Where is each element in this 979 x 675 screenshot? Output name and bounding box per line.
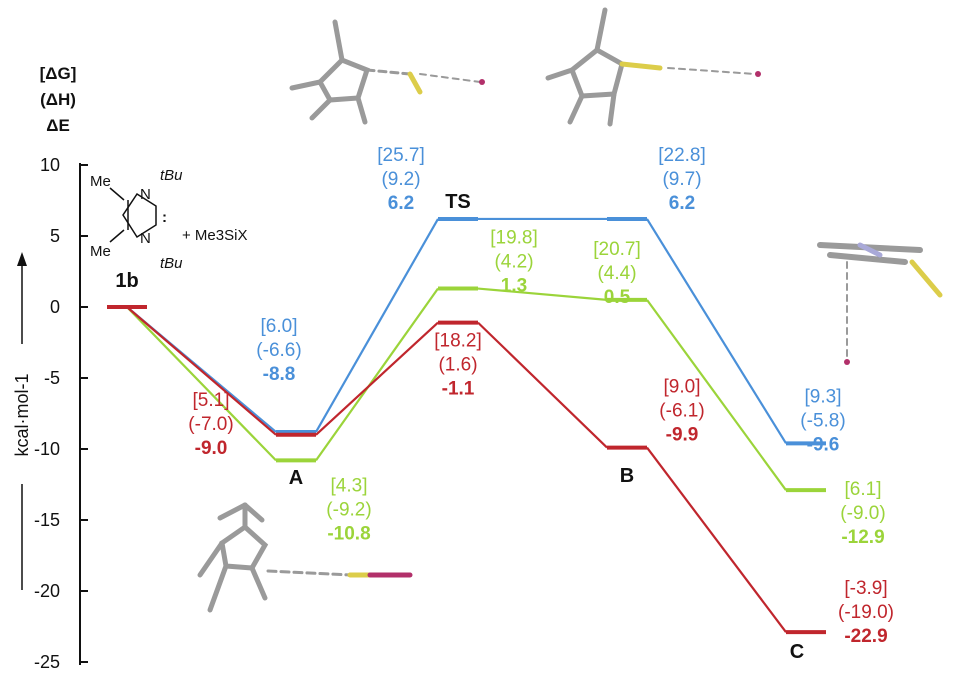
state-label-b: B (620, 465, 634, 487)
y-axis-ticks: 10 5 0 -5 -10 -15 -20 -25 (34, 155, 88, 672)
connector-line (477, 287, 608, 301)
y-axis-arrow-head (17, 252, 27, 266)
n-top-label: N (140, 186, 151, 203)
value-label: [4.3](-9.2)-10.8 (326, 475, 371, 544)
legend-de: ΔE (46, 116, 70, 135)
connector-line (646, 446, 787, 633)
value-label: [20.7](4.4)0.5 (593, 239, 641, 308)
connector-line (126, 306, 277, 462)
state-label-1b: 1b (115, 270, 138, 292)
me-bottom-label: Me (90, 243, 111, 260)
value-label: [25.7](9.2)6.2 (377, 145, 425, 214)
structure-TS2 (545, 7, 761, 127)
connector-line (315, 218, 439, 433)
value-label: [18.2](1.6)-1.1 (434, 331, 482, 400)
y-tick-label: -20 (34, 581, 60, 601)
me-top-label: Me (90, 173, 111, 190)
carbene-dots: : (162, 209, 167, 226)
structure-A (197, 502, 413, 613)
structure-TS1 (289, 19, 485, 125)
y-tick-label: 10 (40, 155, 60, 175)
tbu-bottom-label: tBu (160, 255, 183, 272)
reactant-structure: Me Me N N tBu tBu : + Me3SiX (90, 167, 247, 272)
value-label: [6.0](-6.6)-8.8 (256, 316, 301, 385)
me-bond-top (109, 187, 125, 201)
connectors (126, 217, 787, 633)
energy-levels (107, 216, 826, 635)
value-label: [6.1](-9.0)-12.9 (840, 479, 885, 548)
plus-reagent-label: + Me3SiX (182, 227, 247, 244)
connector-line (477, 321, 608, 449)
y-tick-label: -5 (44, 368, 60, 388)
y-axis-title: kcal·mol-1 (12, 373, 32, 456)
legend: [ΔG] (ΔH) ΔE (40, 64, 77, 135)
y-tick-label: -10 (34, 439, 60, 459)
state-labels: 1bA TS B C (115, 191, 804, 663)
value-label: [19.8](4.2)1.3 (490, 228, 538, 297)
structure-C (817, 242, 943, 365)
connector-line (646, 299, 787, 491)
connector-line (315, 287, 439, 461)
n-bottom-label: N (140, 230, 151, 247)
value-labels: [6.0](-6.6)-8.8 [25.7](9.2)6.2 [22.8](9.7)… (188, 145, 894, 647)
value-label: [9.0](-6.1)-9.9 (659, 377, 704, 446)
legend-dg: [ΔG] (40, 64, 77, 83)
state-label-a: A (289, 467, 303, 489)
y-axis-label: kcal·mol-1 (12, 373, 32, 456)
me-bond-bottom (109, 229, 125, 243)
value-label: [5.1](-7.0)-9.0 (188, 390, 233, 459)
tbu-top-label: tBu (160, 167, 183, 184)
y-tick-label: 0 (50, 297, 60, 317)
connector-line (315, 321, 439, 436)
value-label: [9.3](-5.8)-9.6 (800, 386, 845, 455)
state-label-ts: TS (445, 191, 471, 213)
y-tick-label: -15 (34, 510, 60, 530)
connector-line (646, 218, 787, 444)
imidazolylidene-ring (122, 192, 157, 239)
legend-dh: (ΔH) (40, 90, 76, 109)
state-label-c: C (790, 641, 804, 663)
y-tick-label: -25 (34, 652, 60, 672)
y-tick-label: 5 (50, 226, 60, 246)
value-label: [-3.9](-19.0)-22.9 (838, 578, 894, 647)
connector-line (126, 306, 277, 436)
value-label: [22.8](9.7)6.2 (658, 145, 706, 214)
